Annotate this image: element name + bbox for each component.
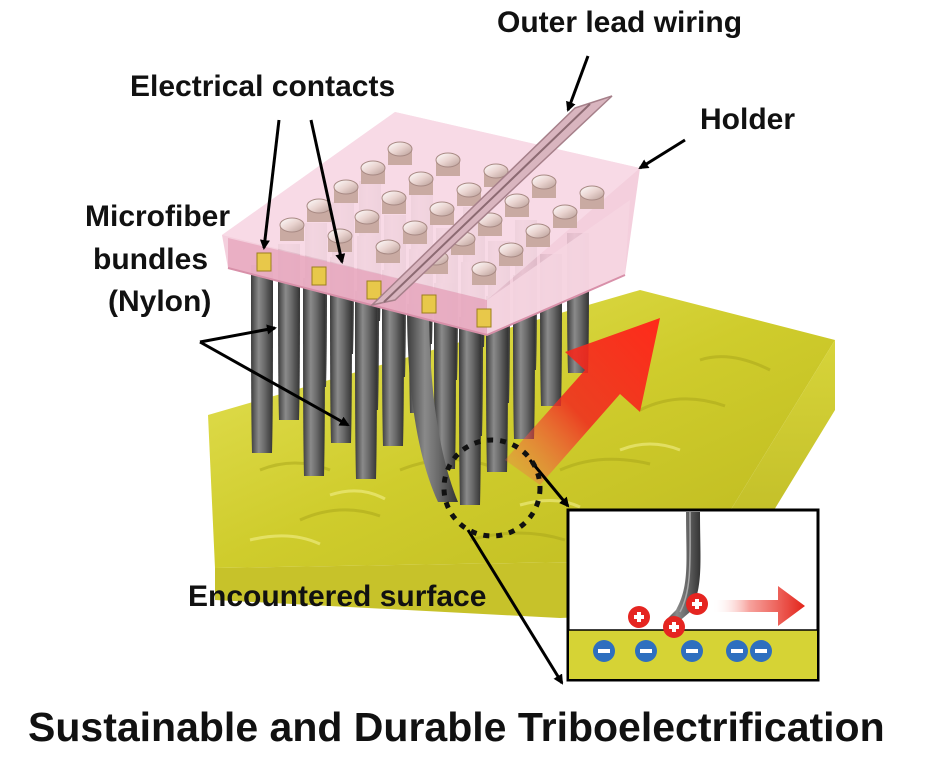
sliding-direction-arrow <box>505 318 660 485</box>
contact-cap <box>504 193 530 217</box>
contact-cap <box>435 152 461 176</box>
outer-lead-wiring-label: Outer lead wiring <box>497 6 743 39</box>
microfiber-label-line1: Microfiber <box>85 200 231 233</box>
microfiber-bundle <box>486 296 508 472</box>
positive-charge <box>663 616 685 638</box>
microfiber-bundle <box>330 257 352 443</box>
microfiber-bundle <box>382 270 404 446</box>
contact-cap <box>333 179 359 203</box>
negative-charge <box>593 640 615 662</box>
contact-cap <box>579 185 605 209</box>
microfiber-bundle <box>434 283 456 469</box>
encountered-surface-label: Encountered surface <box>188 580 487 613</box>
contact-cap <box>354 209 380 233</box>
contact-cap <box>531 174 557 198</box>
contact-cap <box>498 242 524 266</box>
electrical-contact-pad <box>476 308 492 328</box>
outer-lead-wiring <box>369 95 613 307</box>
contact-cap <box>408 171 434 195</box>
zoom-focus-circle <box>441 437 543 539</box>
contact-cap <box>360 160 386 184</box>
contact-cap <box>306 198 332 222</box>
electrical-contact-pad <box>256 252 272 272</box>
microfiber-bundle <box>407 304 458 502</box>
contact-cap <box>375 239 401 263</box>
negative-charge <box>750 640 772 662</box>
negative-charge <box>635 640 657 662</box>
contact-cap <box>525 223 551 247</box>
holder-label: Holder <box>700 103 796 136</box>
positive-charge <box>686 593 708 615</box>
electrical-contact-pad <box>421 294 437 314</box>
microfiber-bundle <box>278 244 300 420</box>
microfiber-bundle <box>355 291 377 479</box>
contact-cap <box>387 141 413 165</box>
negative-charge <box>681 640 703 662</box>
microfiber-bundle <box>459 317 481 505</box>
microfiber-bundle <box>251 265 273 453</box>
negative-charge <box>726 640 748 662</box>
contact-cap <box>279 217 305 241</box>
contact-cap <box>471 261 497 285</box>
contact-cap <box>456 182 482 206</box>
electrical-contacts-label: Electrical contacts <box>130 70 396 103</box>
electrical-contact-pad <box>366 280 382 300</box>
microfiber-label-line3: (Nylon) <box>108 285 212 318</box>
leader-lines <box>199 55 686 685</box>
contact-cap <box>429 201 455 225</box>
electrical-contacts <box>256 141 605 328</box>
figure-caption: Sustainable and Durable Triboelectrifica… <box>28 704 885 750</box>
contact-cap <box>402 220 428 244</box>
contact-cap <box>552 204 578 228</box>
electrical-contact-pad <box>311 266 327 286</box>
contact-cap <box>327 228 353 252</box>
contact-inset <box>566 508 820 682</box>
microfiber-bundle <box>303 278 325 476</box>
positive-charge <box>628 606 650 628</box>
contact-cap <box>381 190 407 214</box>
microfiber-label-line2: bundles <box>93 243 209 276</box>
